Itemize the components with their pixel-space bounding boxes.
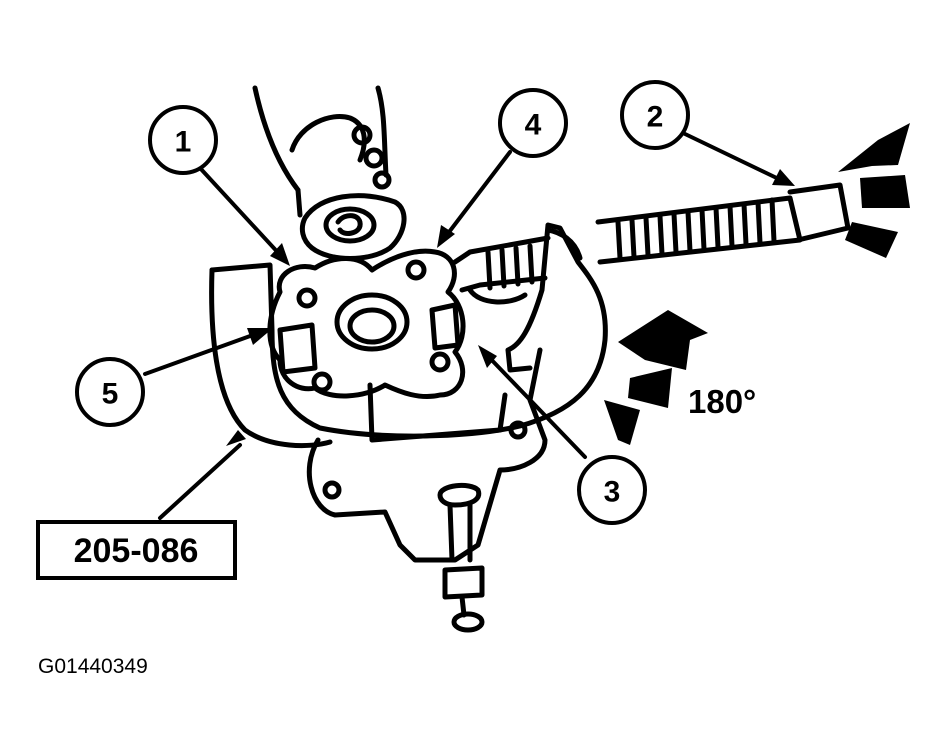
leader-tool bbox=[158, 443, 242, 520]
callout-label-4: 4 bbox=[525, 109, 542, 142]
leader-4 bbox=[441, 150, 512, 242]
rotation-label: 180° bbox=[688, 383, 756, 420]
leader-5 bbox=[143, 329, 266, 376]
callout-label-2: 2 bbox=[647, 101, 664, 134]
tool-number-box: 205-086 bbox=[36, 520, 237, 580]
callout-label-1: 1 bbox=[175, 126, 192, 159]
puller-frame bbox=[209, 222, 608, 449]
callout-5: 5 bbox=[75, 357, 145, 427]
spindle-body bbox=[306, 347, 548, 633]
callout-1: 1 bbox=[148, 105, 218, 175]
callout-label-3: 3 bbox=[604, 476, 621, 509]
leader-1 bbox=[198, 166, 285, 260]
callout-label-5: 5 bbox=[102, 378, 119, 411]
knuckle-eye bbox=[299, 193, 407, 261]
callout-4: 4 bbox=[498, 88, 568, 158]
leader-lines bbox=[143, 131, 787, 520]
forcing-screw bbox=[452, 182, 851, 305]
rotation-arrow-icon bbox=[838, 123, 910, 258]
steering-column bbox=[252, 85, 392, 218]
figure-id: G01440349 bbox=[38, 655, 148, 678]
leader-2 bbox=[681, 131, 787, 184]
turn-arrows-icon bbox=[604, 310, 708, 445]
tool-number-label: 205-086 bbox=[74, 532, 199, 570]
leader-3 bbox=[482, 350, 587, 459]
hub-flange bbox=[267, 248, 466, 400]
callout-3: 3 bbox=[577, 455, 647, 525]
leader-arrowheads bbox=[226, 169, 795, 446]
callout-2: 2 bbox=[620, 80, 690, 150]
